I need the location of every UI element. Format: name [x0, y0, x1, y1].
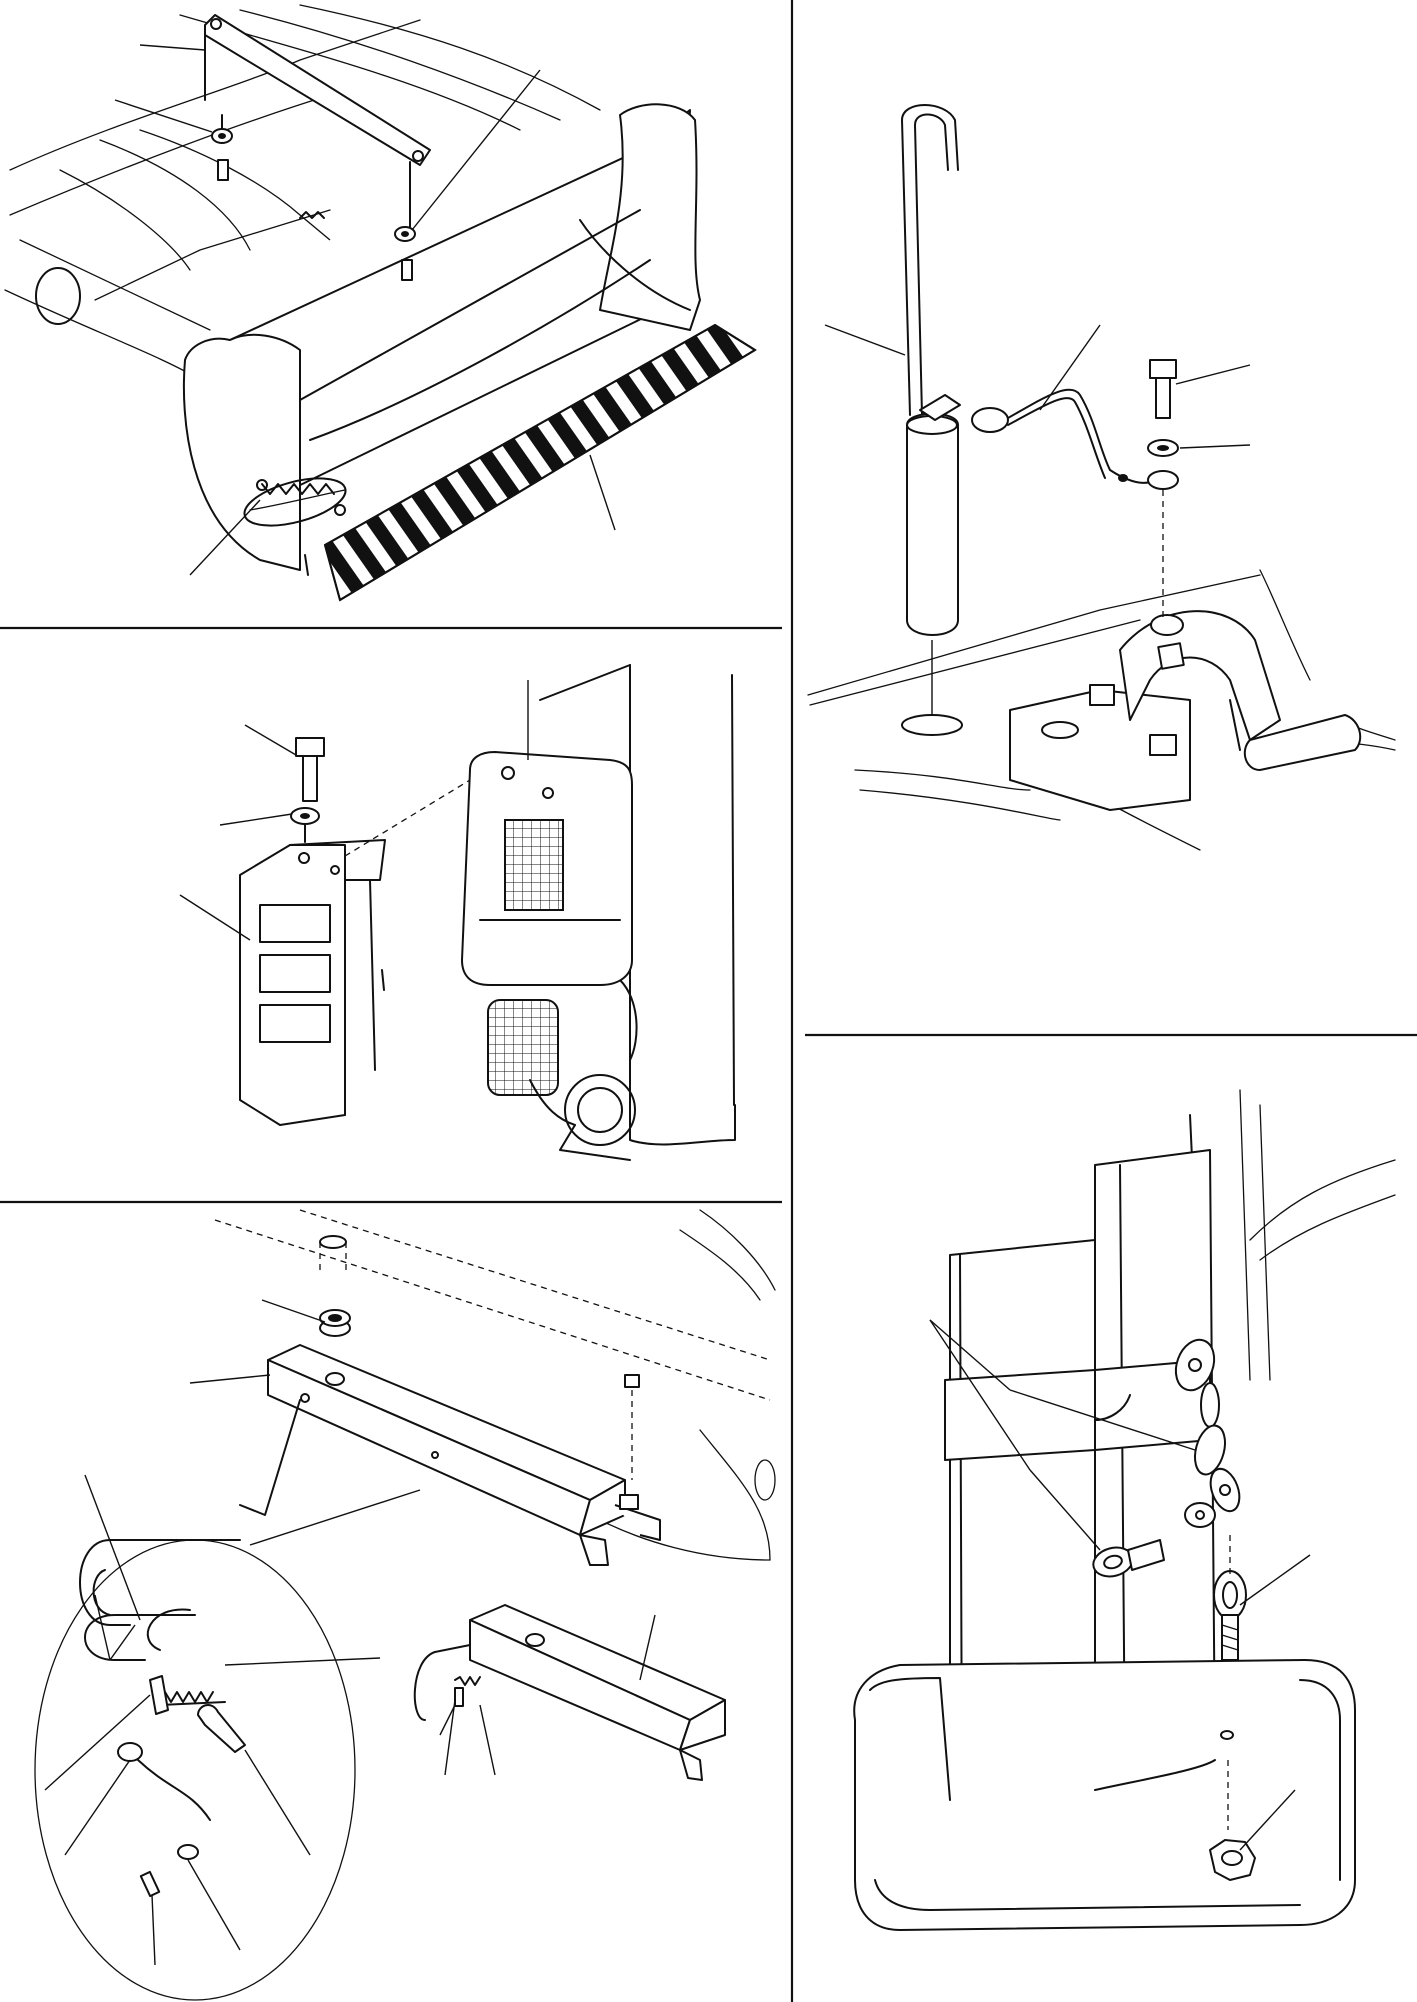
frame-member [1189, 1089, 1396, 1381]
bolt-right [401, 259, 413, 281]
leader-lines-view-1 [114, 44, 616, 576]
spring-clip [299, 211, 325, 219]
lock-bar-stowed [413, 1604, 726, 1781]
bucket [182, 103, 701, 576]
spring-pin [159, 1691, 226, 1706]
snap-ring [117, 1742, 143, 1762]
lock-bar-bushing [319, 1309, 351, 1337]
safety-pin-hook [901, 104, 961, 636]
frame-base [807, 569, 1396, 851]
frame-member-dashed [214, 1209, 776, 1561]
bolt-left [217, 159, 229, 181]
hex-nut [1209, 1839, 1256, 1881]
edge-guard-striped [323, 323, 757, 602]
safety-pin-view [807, 104, 1396, 851]
lamp-guard-washer [290, 807, 320, 843]
retainer-wire [971, 388, 1151, 484]
lock-bar-view [34, 1209, 776, 2001]
washer-right [394, 226, 416, 242]
base-plate [853, 1659, 1356, 1931]
column [944, 1149, 1216, 1801]
tag-clip [624, 1374, 640, 1480]
leader-lines-view-4 [824, 324, 1251, 449]
chain [1174, 1338, 1241, 1513]
chain-eye-plate [1184, 1502, 1216, 1528]
eye-bolt-left [1092, 1539, 1165, 1578]
lamp-guard [239, 779, 471, 1126]
wire-rope [137, 1759, 211, 1821]
leader-lines-detail [44, 1594, 381, 1966]
washer-left [211, 114, 233, 144]
detail-callout [34, 1399, 356, 2001]
split-pin-small [149, 1675, 169, 1715]
lamp-guard-view [179, 664, 736, 1161]
lock-bar [267, 1344, 661, 1566]
eye-bolt-lower [1213, 1535, 1247, 1830]
leader-lines-view-3 [84, 1299, 421, 1621]
ring-screw [139, 1870, 161, 1898]
retaining-strap [204, 14, 431, 241]
boom-outline [4, 4, 601, 381]
retainer-bolt [1149, 359, 1177, 419]
pin-hole-mark [901, 640, 963, 736]
bucket-edge-guard-view [4, 4, 757, 602]
chain-restraint-view [853, 1089, 1396, 1931]
work-lamp [461, 751, 636, 1161]
leader-lines-view-5 [929, 1319, 1311, 1851]
leader-lines-view-2 [179, 680, 529, 941]
lock-pin [197, 1704, 246, 1753]
pivot-bracket [1009, 610, 1362, 811]
handle-rod [84, 1614, 196, 1661]
ring-washer [177, 1844, 199, 1860]
lamp-guard-bolt [295, 737, 325, 802]
retainer-washer [1147, 439, 1179, 620]
lock-bar-pivot-pin [319, 1235, 347, 1275]
